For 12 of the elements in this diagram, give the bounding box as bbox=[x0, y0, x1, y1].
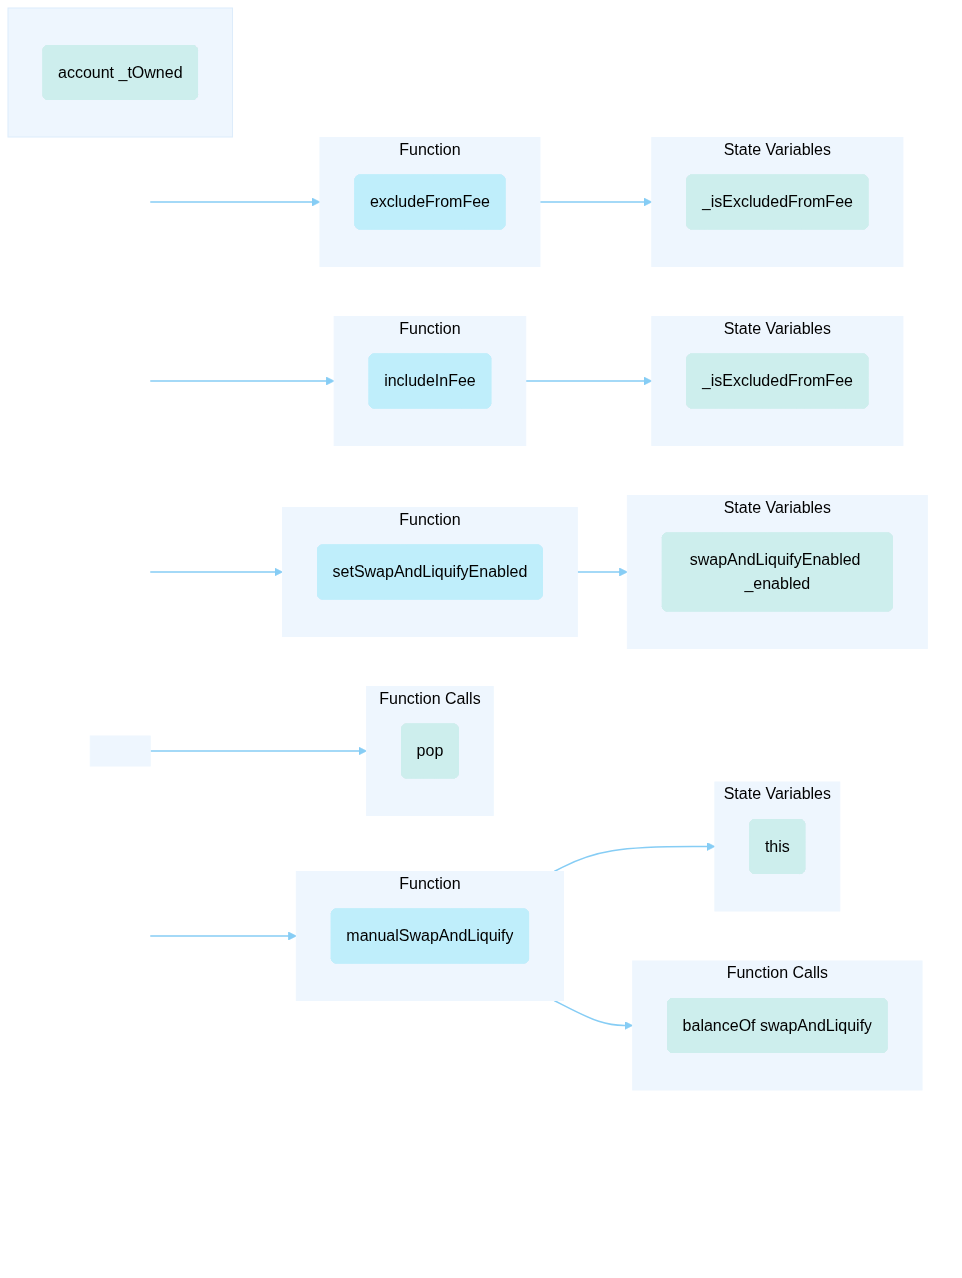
arrow bbox=[149, 376, 335, 386]
arrow bbox=[149, 931, 297, 941]
arrow bbox=[149, 197, 321, 207]
arrow bbox=[553, 999, 633, 1030]
arrow bbox=[553, 842, 716, 873]
arrow bbox=[149, 567, 283, 577]
node-box bbox=[89, 735, 151, 767]
cluster bbox=[7, 7, 234, 138]
arrow bbox=[576, 567, 628, 577]
arrow bbox=[149, 746, 367, 756]
arrow bbox=[539, 197, 653, 207]
arrow bbox=[525, 376, 653, 386]
